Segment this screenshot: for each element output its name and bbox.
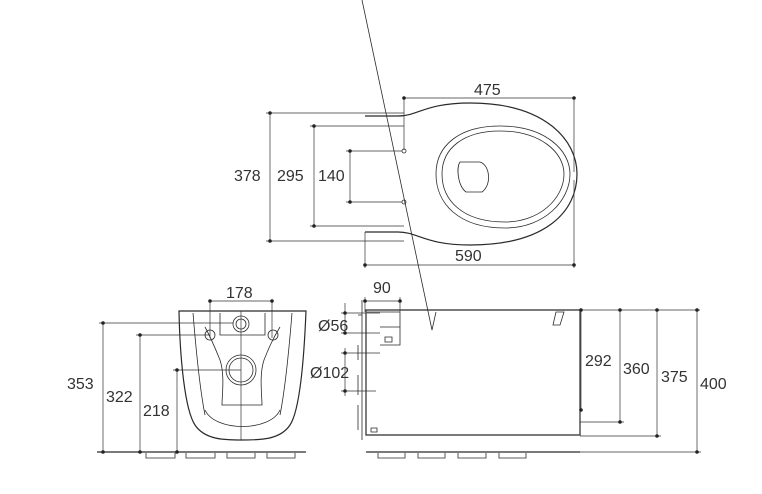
dim-label-140: 140 <box>318 168 345 185</box>
dim-label-dia102: Ø102 <box>310 365 349 382</box>
front-view: 178 353 322 218 <box>67 285 307 459</box>
dim-label-322: 322 <box>106 389 133 406</box>
dim-label-218: 218 <box>143 403 170 420</box>
dim-label-360: 360 <box>623 361 650 378</box>
side-view-bowl <box>361 0 437 331</box>
side-view: 90 Ø56 Ø102 292 360 375 400 <box>310 0 727 459</box>
dim-353 <box>99 322 233 452</box>
dim-label-378: 378 <box>234 168 261 185</box>
dim-400 <box>580 310 701 453</box>
feet <box>145 453 296 459</box>
dim-dia102 <box>341 348 380 396</box>
dim-140 <box>346 150 402 203</box>
dim-label-590: 590 <box>455 248 482 265</box>
dim-label-90: 90 <box>373 280 391 297</box>
dim-360 <box>580 310 624 423</box>
dim-378 <box>266 112 404 242</box>
dim-label-dia56: Ø56 <box>318 318 348 335</box>
dim-label-295: 295 <box>277 168 304 185</box>
dim-178 <box>209 300 273 338</box>
dim-475 <box>403 97 575 172</box>
dim-label-353: 353 <box>67 376 94 393</box>
side-view-outline <box>365 309 581 436</box>
dim-label-475: 475 <box>474 82 501 99</box>
dim-label-178: 178 <box>226 285 253 302</box>
dim-375 <box>580 310 661 437</box>
front-view-outline <box>178 310 307 441</box>
top-view-seat <box>435 125 571 229</box>
fixing-hole <box>267 329 279 341</box>
dim-label-400: 400 <box>700 376 727 393</box>
dim-label-292: 292 <box>585 353 612 370</box>
dim-590 <box>364 180 575 268</box>
dim-218 <box>173 369 241 452</box>
top-view: 475 590 378 295 140 <box>234 82 578 268</box>
top-view-outlet <box>457 161 489 193</box>
top-view-seat-inner <box>441 130 565 223</box>
dim-322 <box>136 334 210 452</box>
front-view-inner <box>192 312 293 416</box>
wall-line <box>357 300 363 440</box>
dim-label-375: 375 <box>661 369 688 386</box>
top-view-outline <box>365 102 578 246</box>
dim-292 <box>580 309 700 410</box>
dim-dia56 <box>341 303 380 334</box>
